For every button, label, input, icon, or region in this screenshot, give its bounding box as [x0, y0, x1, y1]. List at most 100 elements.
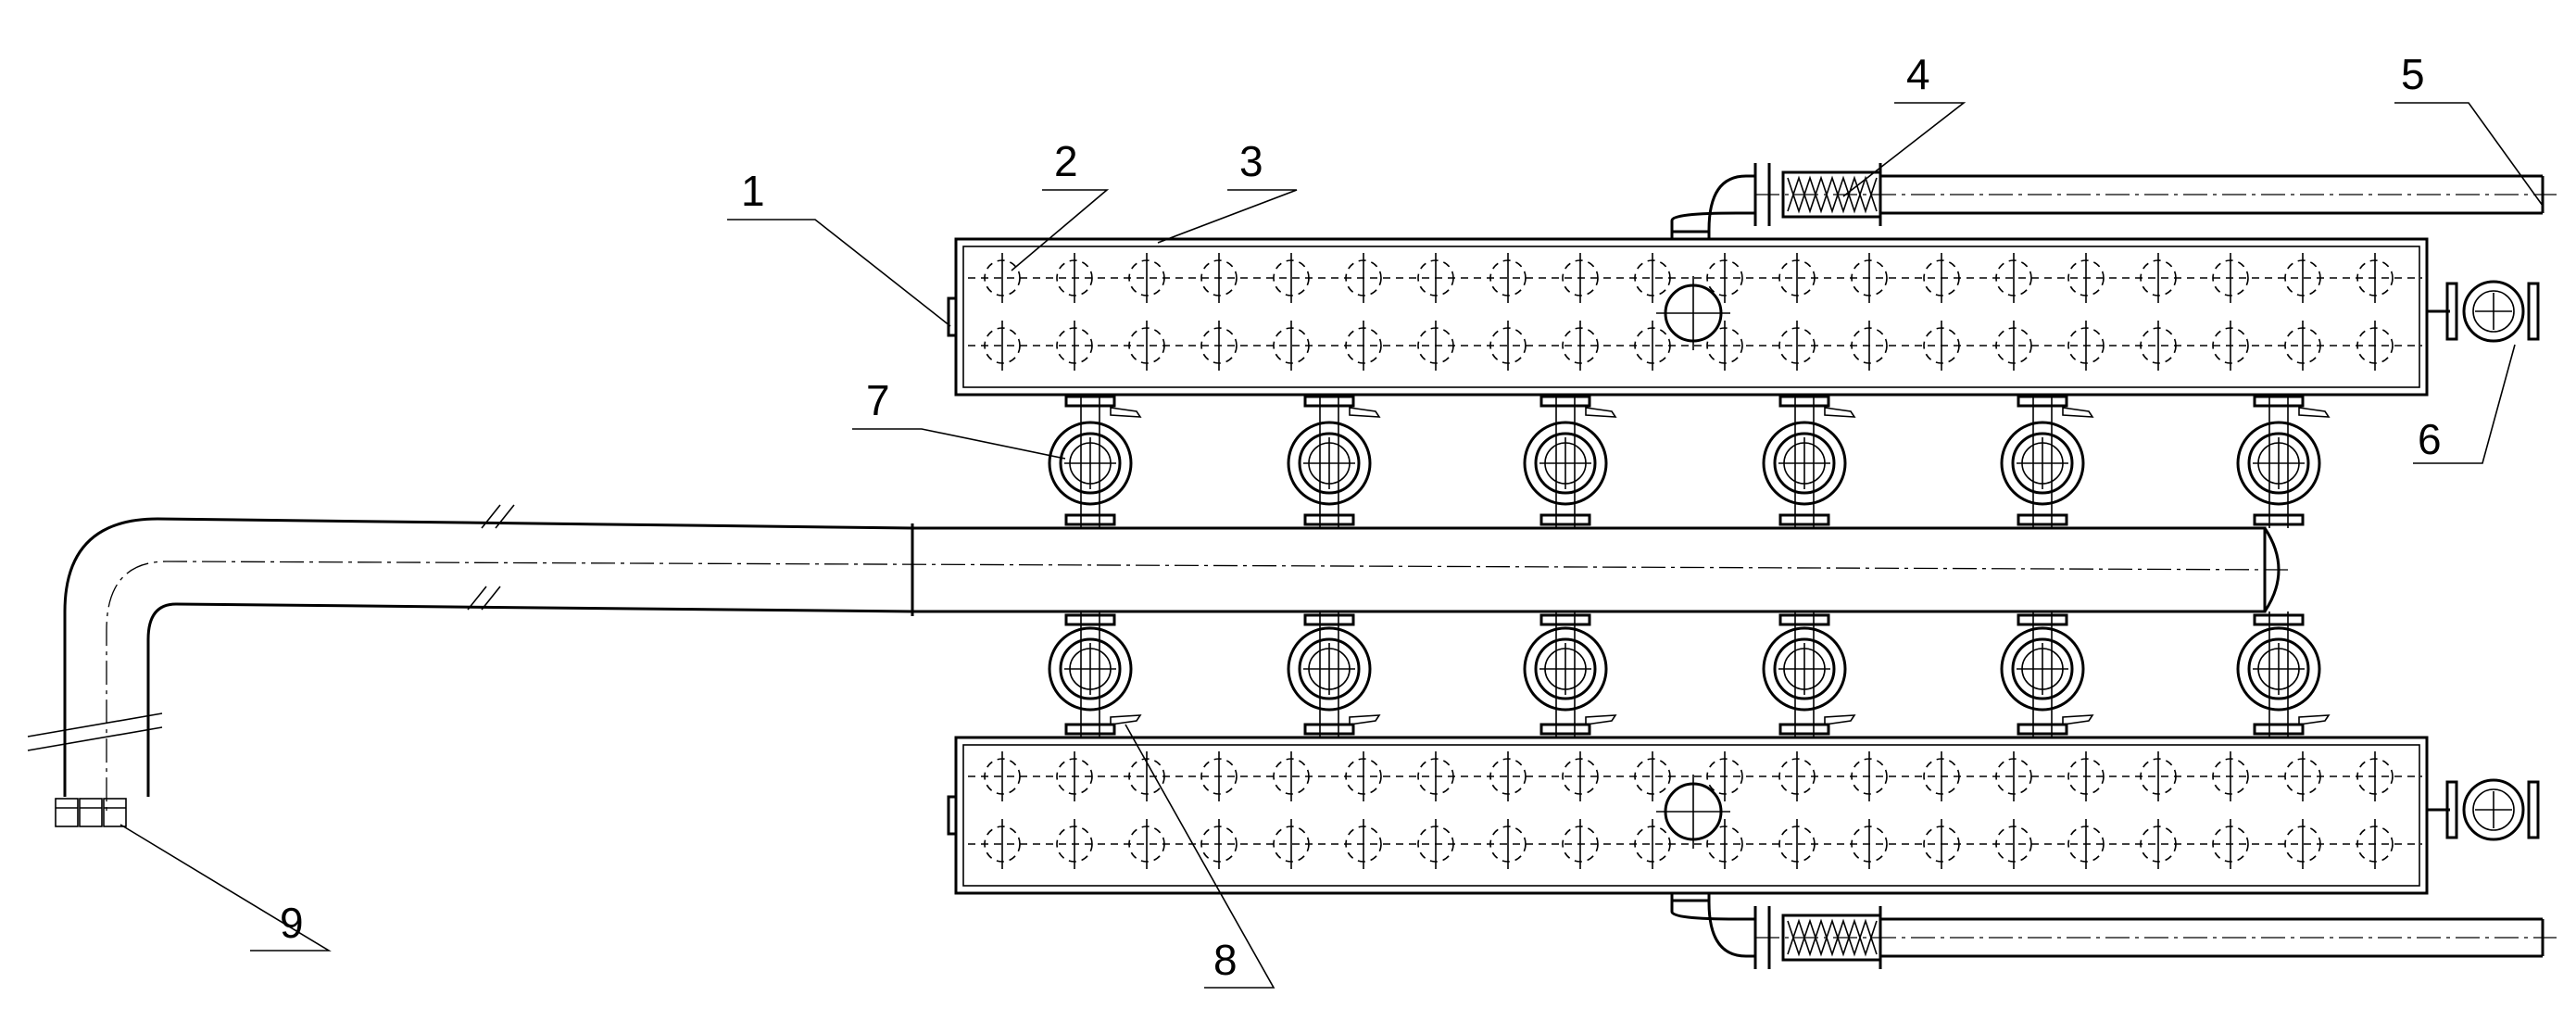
main-pipe-body [911, 526, 2267, 613]
callout-label-1: 1 [741, 167, 765, 215]
side-valve-body [2462, 778, 2525, 841]
callout-label-3: 3 [1239, 137, 1263, 185]
valve-flange [2253, 613, 2305, 626]
collector-end-plate [947, 296, 958, 337]
valve-flange [1303, 513, 1355, 526]
valve-flange [2017, 613, 2068, 626]
main-pipe [27, 504, 2289, 827]
callout-label-6: 6 [2418, 415, 2442, 463]
valve-flange [2253, 513, 2305, 526]
valve-flange [1303, 613, 1355, 626]
side-valve-flange [2527, 282, 2540, 341]
compensator-bellows [1787, 918, 1878, 957]
valve-body [1523, 421, 1608, 506]
valve-body [1523, 626, 1608, 712]
pipe-centerline [106, 561, 2289, 815]
pipe-outer-wall [63, 517, 913, 797]
leader-line-3 [1157, 189, 1298, 244]
valve-body [1287, 421, 1372, 506]
leader-line-5 [2394, 102, 2544, 207]
valve-ring [1534, 432, 1597, 495]
side-valve-flange [2527, 780, 2540, 839]
compensator-bellows [1787, 918, 1878, 957]
valve-body [2000, 626, 2085, 712]
outlet-base [1670, 230, 1711, 241]
valve-body [2236, 626, 2321, 712]
leader-line-9 [119, 824, 332, 952]
valve-body [2000, 421, 2085, 506]
leader-line-4 [1842, 102, 1967, 197]
side-connector-flange [2445, 780, 2458, 839]
side-valve-inner [2472, 290, 2515, 333]
side-valve-inner [2472, 788, 2515, 831]
valve-ring [1773, 432, 1836, 495]
leader-line-8 [1125, 724, 1275, 989]
valve-flange [1539, 723, 1591, 736]
callout-label-2: 2 [1054, 137, 1078, 185]
valve-handle [2062, 714, 2094, 725]
valve-handle [1824, 407, 1856, 418]
nozzle-2 [79, 798, 103, 827]
outlet-elbow-outer [1670, 893, 1755, 921]
valve-flange [2253, 723, 2305, 736]
collector-shell [954, 237, 2429, 397]
valve-handle [1824, 714, 1856, 725]
valve-body [1762, 421, 1847, 506]
valve-assemblies [1048, 395, 2331, 737]
valve-flange [2017, 513, 2068, 526]
valve-body [2236, 421, 2321, 506]
valve-ring [2011, 432, 2074, 495]
callout-label-5: 5 [2401, 50, 2425, 98]
valve-ring [1298, 637, 1361, 700]
valve-handle [1349, 714, 1381, 725]
leader-line-7 [852, 428, 1066, 460]
collector-inner-wall [962, 744, 2420, 887]
valve-handle [2298, 407, 2331, 418]
valve-flange [1539, 395, 1591, 408]
outlet-base [1670, 891, 1711, 902]
valve-flange [1064, 613, 1116, 626]
outlet-elbow-inner [1707, 893, 1755, 958]
valve-flange [1539, 613, 1591, 626]
valve-flange [1064, 395, 1116, 408]
callout-label-4: 4 [1906, 50, 1930, 98]
leader-lines [119, 102, 2544, 989]
valve-flange [1064, 723, 1116, 736]
valve-ring [1773, 637, 1836, 700]
valve-flange [1303, 395, 1355, 408]
break-mark-vertical [27, 712, 163, 751]
valve-ring [1298, 432, 1361, 495]
leader-line-6 [2413, 344, 2516, 464]
valve-body [1048, 626, 1133, 712]
valve-ring [2247, 637, 2310, 700]
valve-flange [2017, 723, 2068, 736]
valve-ring [1534, 637, 1597, 700]
valve-flange [2253, 395, 2305, 408]
valve-ring [1059, 637, 1122, 700]
outlet-pipes [1670, 163, 2557, 969]
valve-handle [1110, 714, 1142, 725]
side-connector-flange [2445, 282, 2458, 341]
callout-labels: 1 2 3 4 5 6 7 8 9 [280, 50, 2442, 984]
valve-body [1762, 626, 1847, 712]
callout-label-8: 8 [1213, 936, 1238, 984]
callout-label-9: 9 [280, 899, 304, 947]
valve-flange [1778, 395, 1830, 408]
nozzle-1 [55, 798, 79, 827]
collector-end-plate [947, 795, 958, 836]
valve-flange [1539, 513, 1591, 526]
valve-flange [1778, 513, 1830, 526]
valve-flange [1303, 723, 1355, 736]
compensator-bellows [1787, 175, 1878, 214]
leader-line-1 [727, 219, 951, 327]
valve-handle [1110, 407, 1142, 418]
valve-handle [1349, 407, 1381, 418]
valve-ring [1059, 432, 1122, 495]
valve-body [1287, 626, 1372, 712]
collector-inner-wall [962, 246, 2420, 388]
pipe-inner-wall [146, 602, 913, 797]
outlet-elbow-outer [1670, 211, 1755, 239]
outlet-elbow-inner [1707, 174, 1755, 239]
upper-collector-box [947, 237, 2540, 397]
